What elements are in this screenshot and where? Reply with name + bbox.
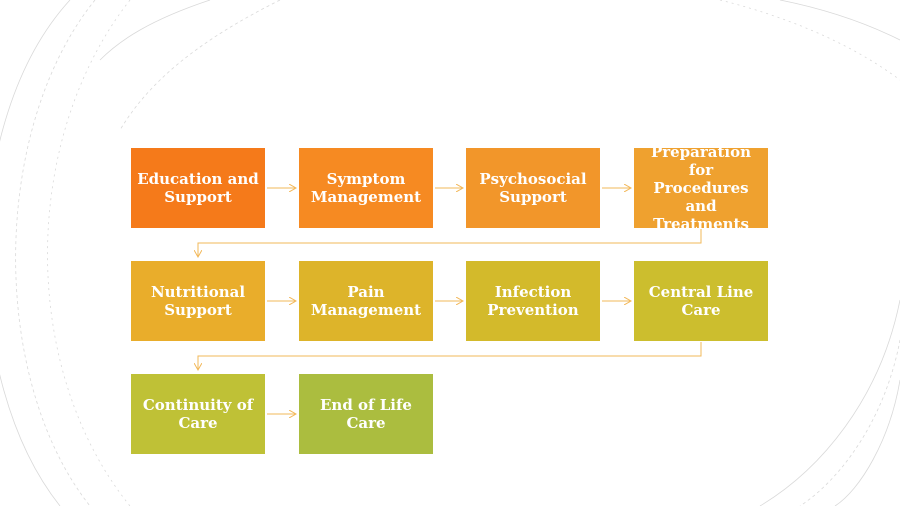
step-box: Nutritional Support	[131, 261, 265, 341]
wrap-connector	[198, 342, 702, 370]
step-label: Nutritional Support	[150, 283, 246, 319]
step-box: Symptom Management	[299, 148, 433, 228]
step-label: Education and Support	[137, 170, 259, 206]
step-label: Infection Prevention	[487, 283, 579, 319]
step-box: Central Line Care	[634, 261, 768, 341]
step-label: Symptom Management	[310, 170, 422, 206]
step-label: Preparation for Procedures and Treatment…	[650, 143, 752, 233]
wrap-connector	[198, 229, 702, 257]
step-box: Infection Prevention	[466, 261, 600, 341]
step-box: End of Life Care	[299, 374, 433, 454]
step-box: Education and Support	[131, 148, 265, 228]
step-label: End of Life Care	[320, 396, 412, 432]
step-label: Pain Management	[310, 283, 422, 319]
step-box: Continuity of Care	[131, 374, 265, 454]
step-box: Psychosocial Support	[466, 148, 600, 228]
step-box: Pain Management	[299, 261, 433, 341]
step-label: Psychosocial Support	[479, 170, 587, 206]
step-box: Preparation for Procedures and Treatment…	[634, 143, 768, 233]
step-label: Central Line Care	[648, 283, 754, 319]
step-label: Continuity of Care	[142, 396, 254, 432]
